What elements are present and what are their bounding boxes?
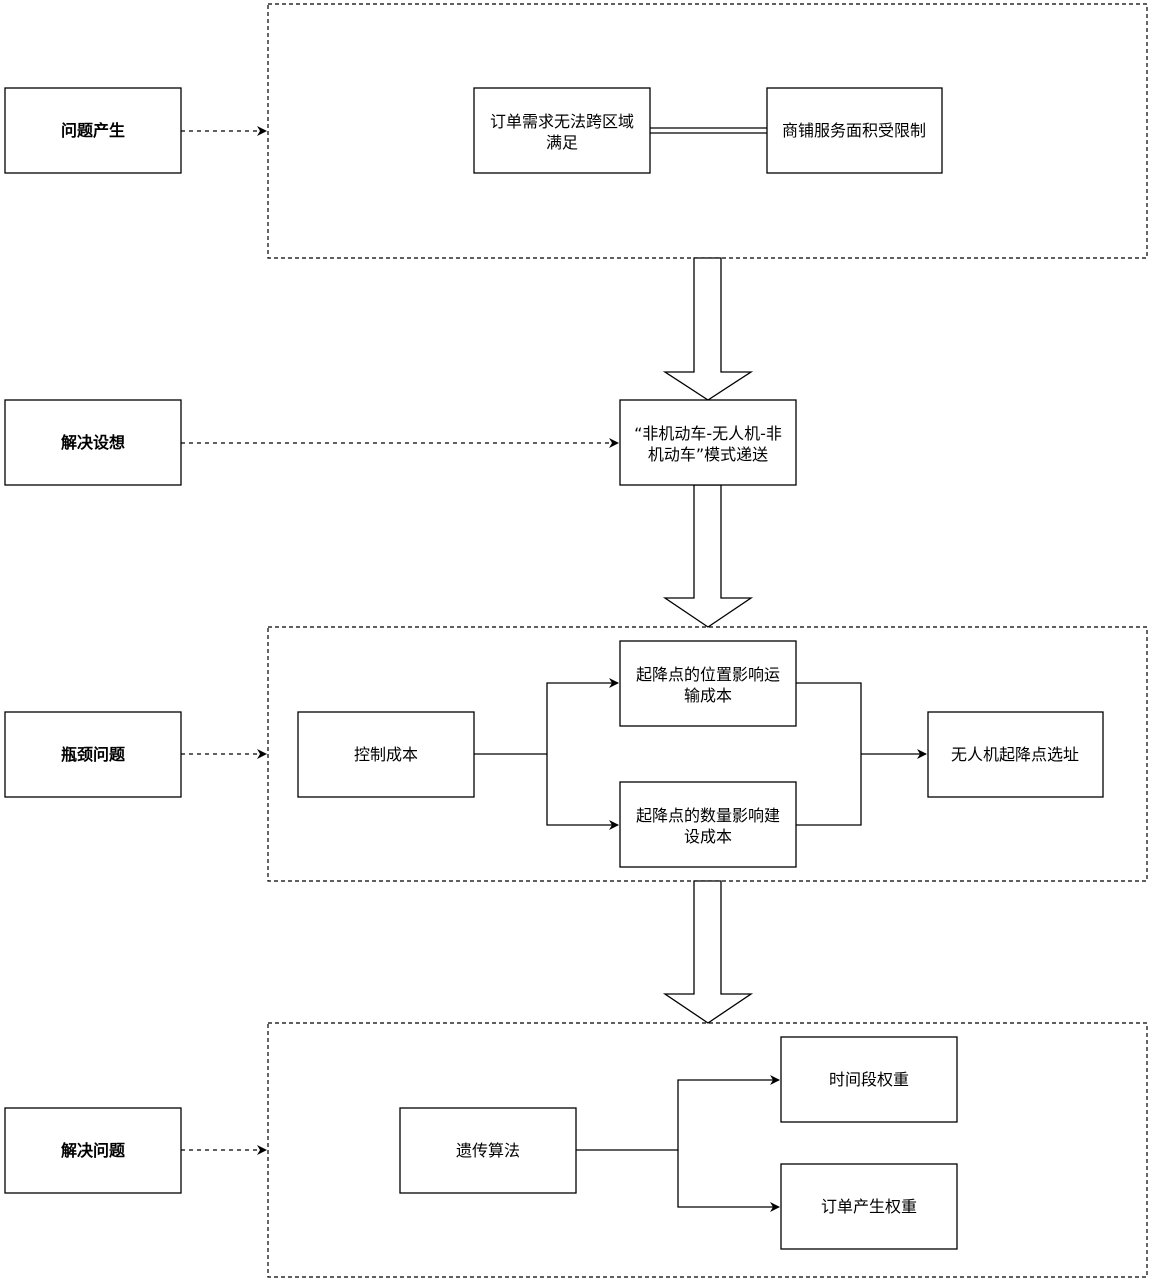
stage-bottleneck-label: 瓶颈问题 (61, 745, 126, 764)
connector-position-merge (796, 682, 862, 826)
node-control-cost-label: 控制成本 (354, 745, 418, 764)
node-order-demand: 订单需求无法跨区域 满足 (473, 87, 651, 174)
node-time-weight: 时间段权重 (780, 1036, 958, 1123)
bottleneck-group-frame (267, 626, 1148, 882)
connector-ga-to-order (677, 1150, 780, 1212)
node-genetic-algorithm-label: 遗传算法 (456, 1141, 520, 1160)
node-order-demand-line1: 订单需求无法跨区域 (490, 112, 634, 131)
stage-problem-origin: 问题产生 (4, 87, 182, 174)
connector-control-to-position (474, 678, 619, 755)
solution-group-frame (267, 1022, 1148, 1278)
connector-control-to-quantity (546, 754, 619, 830)
stage-solve-problem-label: 解决问题 (61, 1141, 126, 1160)
node-delivery-mode: “非机动车-无人机-非 机动车”模式递送 (619, 399, 797, 486)
connector-ga-to-time (576, 1075, 780, 1151)
node-control-cost: 控制成本 (297, 711, 475, 798)
flow-arrow-1 (662, 257, 754, 401)
node-position-cost: 起降点的位置影响运 输成本 (619, 640, 797, 727)
stage-problem-origin-label: 问题产生 (61, 121, 125, 140)
stage-solve-problem: 解决问题 (4, 1107, 182, 1194)
node-quantity-cost-line1: 起降点的数量影响建 (636, 806, 780, 825)
node-site-selection-label: 无人机起降点选址 (951, 745, 1079, 764)
problem-group-frame (267, 3, 1148, 259)
stage-solution-idea: 解决设想 (4, 399, 182, 486)
stage-bottleneck: 瓶颈问题 (4, 711, 182, 798)
node-quantity-cost: 起降点的数量影响建 设成本 (619, 781, 797, 868)
node-site-selection: 无人机起降点选址 (927, 711, 1104, 798)
node-shop-area: 商铺服务面积受限制 (766, 87, 943, 174)
flow-arrow-3 (662, 880, 754, 1024)
node-time-weight-label: 时间段权重 (829, 1070, 909, 1089)
node-shop-area-label: 商铺服务面积受限制 (782, 121, 926, 140)
node-order-weight: 订单产生权重 (780, 1163, 958, 1250)
flow-arrow-2 (662, 484, 754, 628)
node-position-cost-line2: 输成本 (684, 686, 732, 705)
node-genetic-algorithm: 遗传算法 (399, 1107, 577, 1194)
node-quantity-cost-line2: 设成本 (684, 827, 732, 846)
node-position-cost-line1: 起降点的位置影响运 (636, 665, 780, 684)
stage-solution-idea-label: 解决设想 (61, 433, 125, 452)
node-delivery-mode-line1: “非机动车-无人机-非 (634, 424, 782, 443)
node-order-weight-label: 订单产生权重 (821, 1197, 917, 1216)
node-delivery-mode-line2: 机动车”模式递送 (648, 445, 768, 464)
node-order-demand-line2: 满足 (546, 133, 578, 152)
